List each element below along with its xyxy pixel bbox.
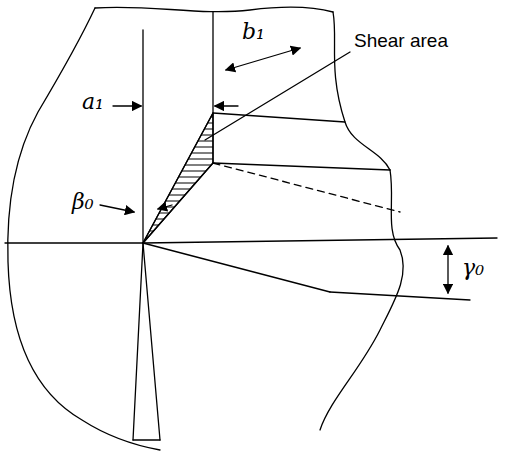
angle-arrow [100,205,134,212]
tool-break [320,170,403,430]
chip-edge [213,163,390,170]
shear-area-hatch [143,113,213,243]
hidden-edge [213,163,400,212]
dimension-arrow [113,105,141,106]
leader-line [205,52,350,140]
callout-label: Shear area [352,30,450,51]
angle-arrow [158,205,172,209]
dimension-arrow [215,105,238,106]
horizontal-axis [5,242,143,243]
dimension-label: a₁ [80,90,106,114]
angle-label: γ₀ [460,256,486,280]
chip-edge [213,113,345,122]
vertical-axis [142,30,143,243]
workpiece-outline [8,8,160,450]
dimension-label: b₁ [240,20,267,44]
rake-face [143,243,330,292]
tool-flank [133,439,160,440]
dimension-arrow [226,48,300,70]
tool-edge [330,292,470,300]
shear-plane [143,113,213,243]
tool-flank [133,243,143,440]
reference-line [143,238,497,243]
tool-flank [143,243,160,440]
angle-dimension [447,246,448,293]
workpiece-top [95,7,333,12]
angle-label: β₀ [70,190,96,214]
